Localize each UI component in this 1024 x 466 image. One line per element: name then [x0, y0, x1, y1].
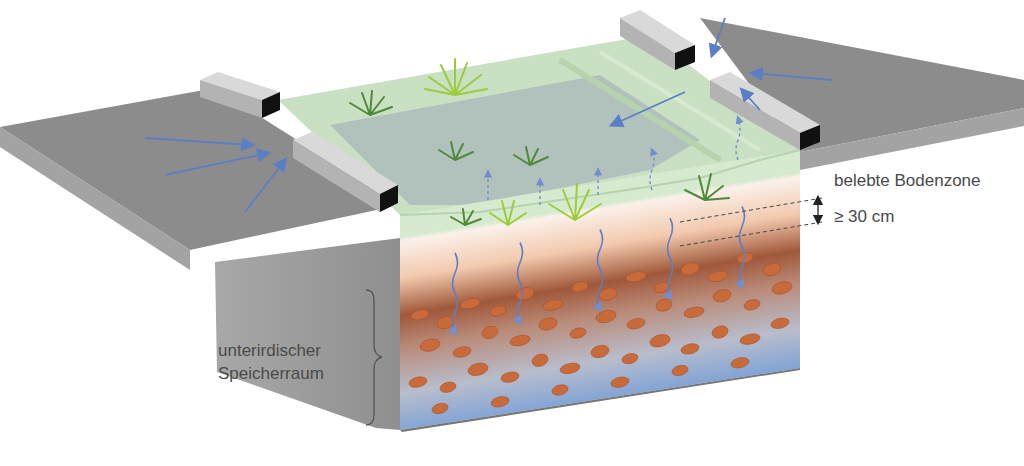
dimension-label: ≥ 30 cm	[834, 206, 954, 229]
zone-label: belebte Bodenzone	[834, 170, 1019, 193]
storage-label: unterirdischer Speicherraum	[218, 340, 353, 386]
